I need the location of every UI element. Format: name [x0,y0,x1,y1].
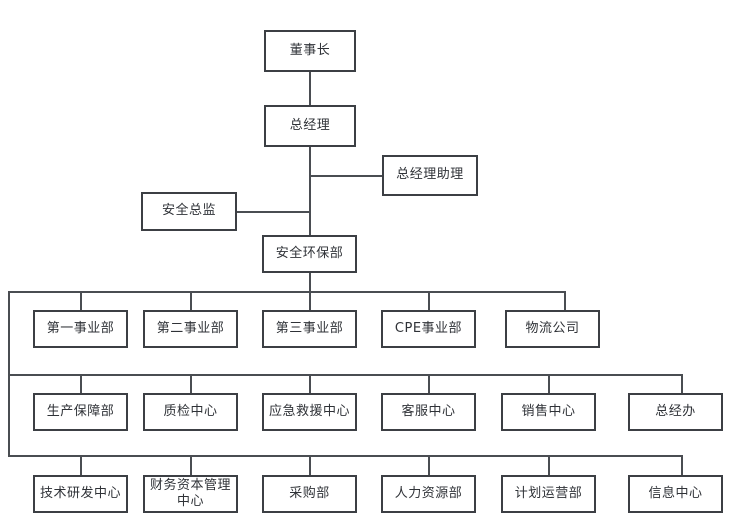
drop-division-3 [309,291,311,310]
spine-centers-to-functions [8,374,10,457]
node-division-2[interactable]: 第二事业部 [143,310,238,348]
drop-center-4 [428,374,430,393]
node-function-4-label: 人力资源部 [394,485,463,501]
drop-function-5 [548,455,550,475]
node-function-2[interactable]: 财务资本管理中心 [143,475,238,513]
node-general-manager[interactable]: 总经理 [264,105,356,147]
node-function-6-label: 信息中心 [648,485,703,501]
node-center-5[interactable]: 销售中心 [501,393,596,431]
drop-division-5 [564,291,566,310]
node-gm-assistant-label: 总经理助理 [396,167,464,183]
node-center-4[interactable]: 客服中心 [381,393,476,431]
node-safety-env-dept[interactable]: 安全环保部 [262,235,357,273]
node-center-4-label: 客服中心 [401,403,456,419]
connector-gm-spine [309,147,311,235]
node-division-5-label: 物流公司 [525,320,580,336]
node-center-3[interactable]: 应急救援中心 [262,393,357,431]
bus-functions [8,455,683,457]
node-center-1[interactable]: 生产保障部 [33,393,128,431]
node-function-1-label: 技术研发中心 [39,485,121,501]
node-chairman-label: 董事长 [289,42,331,58]
node-division-1-label: 第一事业部 [46,320,115,336]
drop-center-3 [309,374,311,393]
node-function-2-label: 财务资本管理中心 [149,477,231,509]
node-function-5[interactable]: 计划运营部 [501,475,596,513]
drop-function-1 [80,455,82,475]
node-center-2[interactable]: 质检中心 [143,393,238,431]
drop-center-6 [681,374,683,393]
node-chairman[interactable]: 董事长 [264,30,356,72]
node-function-3-label: 采购部 [289,485,330,501]
node-division-2-label: 第二事业部 [156,320,225,336]
node-general-manager-label: 总经理 [289,117,331,133]
node-division-3-label: 第三事业部 [275,320,344,336]
spine-divisions-to-centers [8,291,10,376]
node-division-1[interactable]: 第一事业部 [33,310,128,348]
node-center-6[interactable]: 总经办 [628,393,723,431]
connector-safety-env-to-divisions [309,273,311,292]
node-safety-env-dept-label: 安全环保部 [275,245,344,261]
drop-function-4 [428,455,430,475]
node-function-1[interactable]: 技术研发中心 [33,475,128,513]
node-center-2-label: 质检中心 [163,403,218,419]
node-division-3[interactable]: 第三事业部 [262,310,357,348]
node-center-6-label: 总经办 [655,403,696,419]
node-center-5-label: 销售中心 [521,403,576,419]
connector-gm-to-assistant [309,175,383,177]
node-division-4-label: CPE事业部 [394,320,463,336]
drop-center-1 [80,374,82,393]
drop-function-6 [681,455,683,475]
bus-centers [8,374,683,376]
node-center-3-label: 应急救援中心 [268,403,350,419]
drop-division-4 [428,291,430,310]
node-function-4[interactable]: 人力资源部 [381,475,476,513]
connector-chairman-to-gm [309,72,311,105]
node-function-6[interactable]: 信息中心 [628,475,723,513]
drop-function-3 [309,455,311,475]
node-function-5-label: 计划运营部 [514,485,583,501]
node-function-3[interactable]: 采购部 [262,475,357,513]
node-division-5[interactable]: 物流公司 [505,310,600,348]
drop-center-2 [190,374,192,393]
drop-function-2 [190,455,192,475]
bus-divisions [8,291,566,293]
connector-gm-to-safety-director [237,211,310,213]
drop-division-2 [190,291,192,310]
drop-division-1 [80,291,82,310]
node-safety-director[interactable]: 安全总监 [141,192,237,231]
node-gm-assistant[interactable]: 总经理助理 [382,155,478,196]
node-center-1-label: 生产保障部 [46,403,115,419]
node-division-4[interactable]: CPE事业部 [381,310,476,348]
node-safety-director-label: 安全总监 [161,203,216,219]
drop-center-5 [548,374,550,393]
